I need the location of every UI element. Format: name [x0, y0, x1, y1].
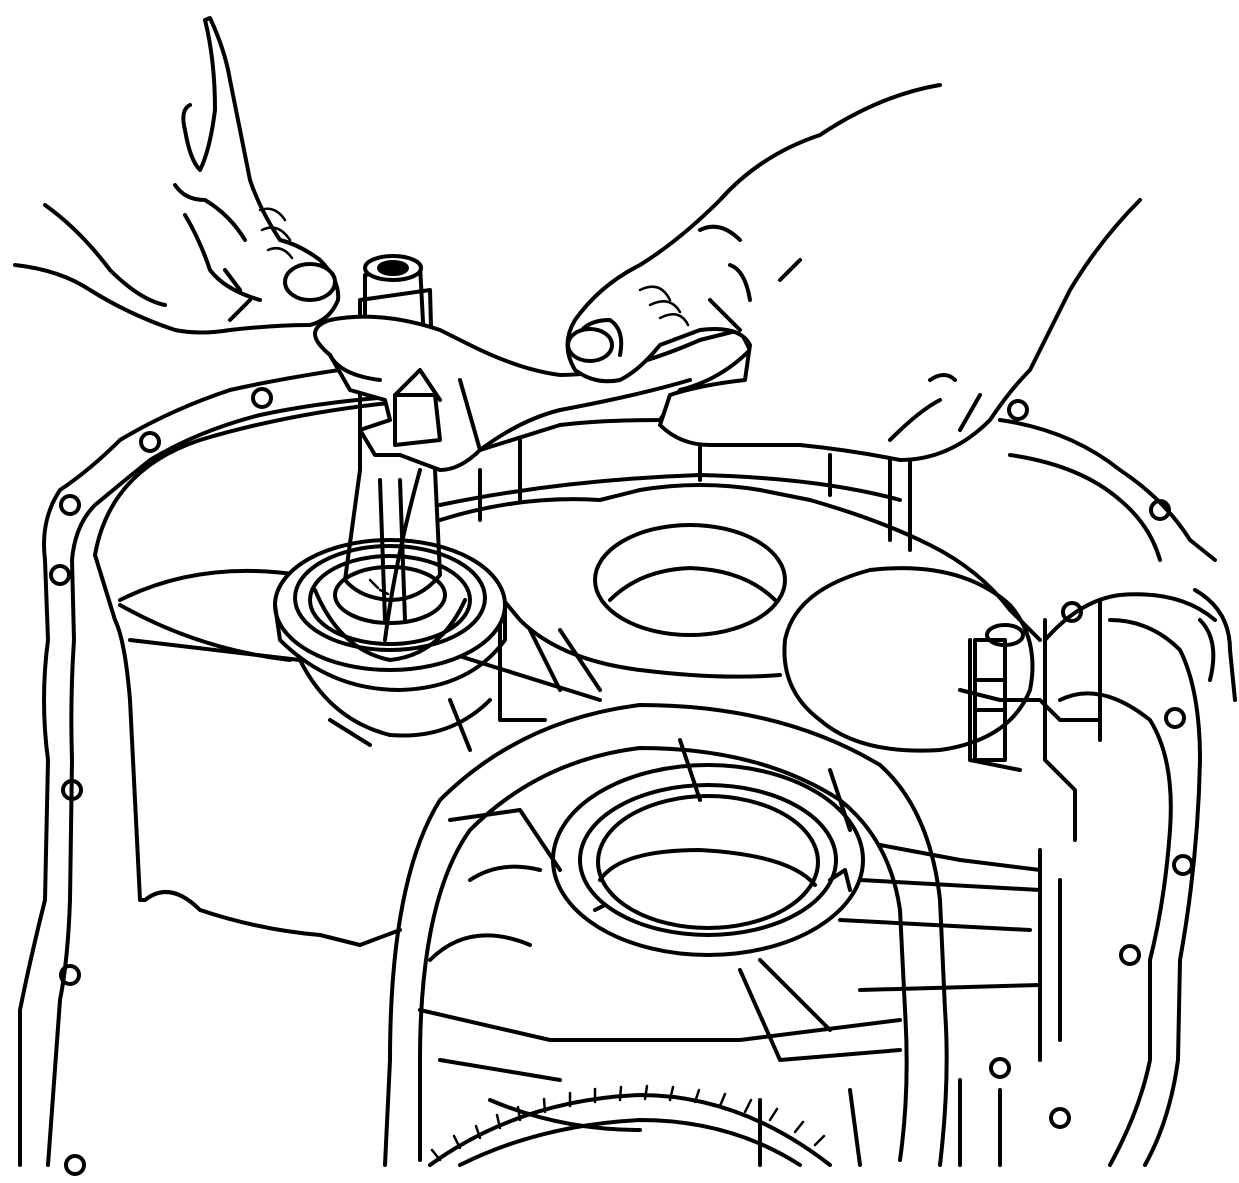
bearing-retainer: [383, 703, 1062, 1167]
case-interior: [93, 398, 1042, 947]
case-flange: [18, 356, 1217, 1167]
case-ribs: [438, 588, 1102, 772]
left-hand: [13, 16, 341, 335]
right-hand: [565, 83, 1142, 462]
open-end-wrench: [313, 314, 752, 472]
output-seal: [551, 763, 865, 957]
flange-bolt-holes: [49, 387, 1194, 1176]
case-bore-right: [782, 566, 1035, 753]
case-bore-upper: [593, 523, 787, 637]
shift-mechanism: [973, 588, 1237, 842]
gear: [428, 1084, 832, 1167]
